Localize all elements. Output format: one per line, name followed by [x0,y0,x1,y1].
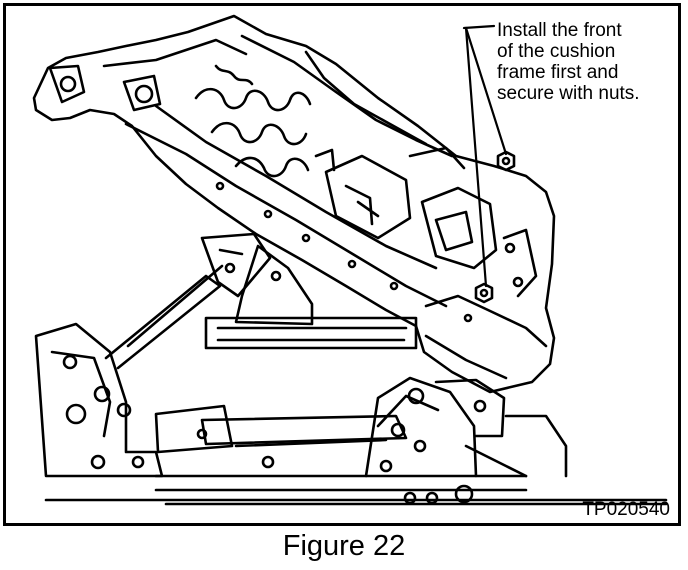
spring-wire [210,121,308,146]
figure-caption: Figure 22 [282,530,406,562]
callout-line-4: secure with nuts. [497,83,640,104]
frame-hole [463,313,473,323]
mount-hole [59,75,77,93]
callout-text: Install the front of the cushion frame f… [497,20,640,104]
spring-wire [234,156,310,178]
frame-hole [512,276,524,288]
spring-wire [194,87,312,112]
callout-line-3: frame first and [497,62,619,83]
seat-cushion-frame-drawing [32,14,668,506]
figure-frame: Install the front of the cushion frame f… [3,3,681,526]
hex-nut-icon [474,282,494,304]
mount-hole [134,84,154,104]
frame-hole [504,242,516,254]
cushion-frame [32,14,556,394]
rail-hole [215,181,225,191]
callout-line-2: of the cushion [497,41,616,62]
part-code: TP020540 [582,499,670,520]
rail-hole [301,233,311,243]
callout-line-1: Install the front [497,20,622,41]
rail-hole [263,209,273,219]
callout-leader [462,24,508,288]
seat-track-base [34,232,668,506]
rail-hole [347,259,357,269]
rail-hole [389,281,399,291]
